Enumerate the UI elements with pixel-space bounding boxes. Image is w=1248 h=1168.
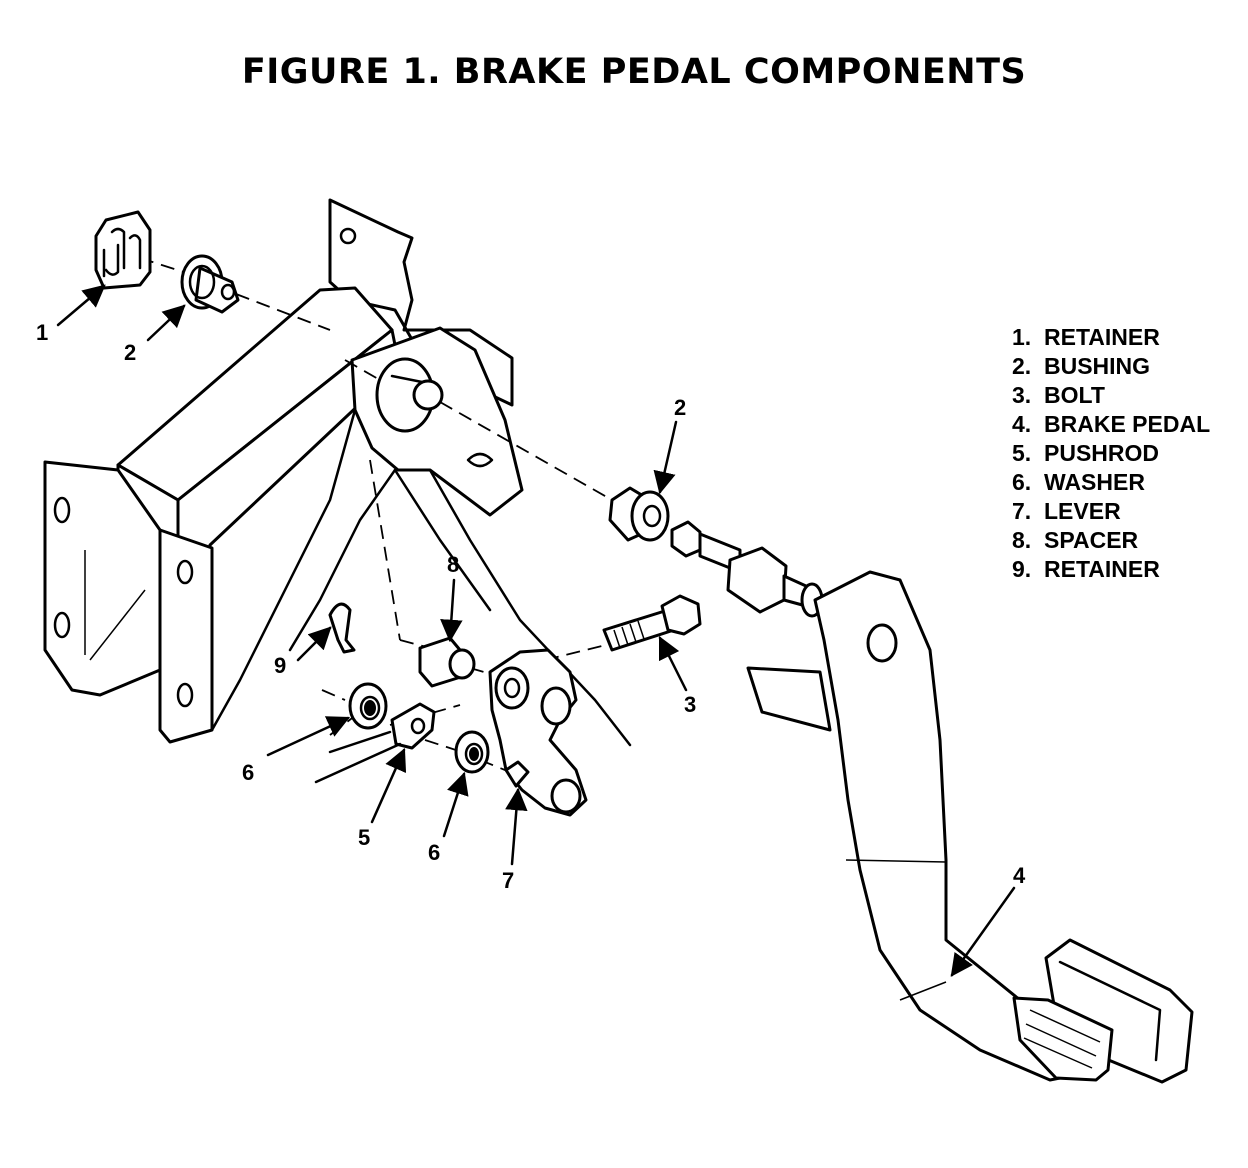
legend-label: RETAINER xyxy=(1044,324,1160,350)
pedal-bracket xyxy=(43,198,632,747)
callout-4-label: 4 xyxy=(1013,863,1026,888)
legend-item: 7. LEVER xyxy=(1012,497,1210,526)
bolt-part xyxy=(602,594,702,652)
callout-3: 3 xyxy=(658,635,696,717)
callout-9-label: 9 xyxy=(274,653,286,678)
legend-label: RETAINER xyxy=(1044,556,1160,582)
washer-right-part xyxy=(454,730,490,774)
callout-9: 9 xyxy=(274,626,332,678)
callout-2-left-label: 2 xyxy=(124,340,136,365)
callout-1-label: 1 xyxy=(36,320,48,345)
callout-2-right: 2 xyxy=(653,395,686,495)
legend-number: 8. xyxy=(1012,527,1032,553)
callout-1: 1 xyxy=(36,284,106,345)
callout-7-label: 7 xyxy=(502,868,514,893)
callout-6-right: 6 xyxy=(428,771,469,865)
callout-5-label: 5 xyxy=(358,825,370,850)
callout-7: 7 xyxy=(502,787,528,893)
pushrod-part xyxy=(314,702,436,784)
legend-number: 9. xyxy=(1012,556,1032,582)
legend-label: WASHER xyxy=(1044,469,1145,495)
legend-item: 8. SPACER xyxy=(1012,526,1210,555)
legend-item: 5. PUSHROD xyxy=(1012,439,1210,468)
callout-4: 4 xyxy=(950,863,1026,977)
legend-number: 7. xyxy=(1012,498,1032,524)
legend-item: 1. RETAINER xyxy=(1012,323,1210,352)
legend-number: 6. xyxy=(1012,469,1032,495)
small-retainer-part xyxy=(328,602,356,654)
legend-item: 4. BRAKE PEDAL xyxy=(1012,410,1210,439)
callout-6-left-label: 6 xyxy=(242,760,254,785)
legend-number: 1. xyxy=(1012,324,1032,350)
callout-5: 5 xyxy=(358,747,407,850)
legend-item: 6. WASHER xyxy=(1012,468,1210,497)
retainer-clip-part xyxy=(94,210,152,290)
callout-6-left: 6 xyxy=(242,716,351,785)
brake-pedal-part xyxy=(746,570,1194,1084)
legend-label: LEVER xyxy=(1044,498,1121,524)
bushing-right-part xyxy=(608,486,670,542)
callout-2-left: 2 xyxy=(124,304,186,365)
legend-label: BUSHING xyxy=(1044,353,1151,379)
callout-8-label: 8 xyxy=(447,552,459,577)
legend-number: 3. xyxy=(1012,382,1032,408)
spacer-part xyxy=(418,636,476,688)
washer-left-part xyxy=(348,682,388,730)
figure-title: FIGURE 1. BRAKE PEDAL COMPONENTS xyxy=(241,52,1027,92)
legend-number: 2. xyxy=(1012,353,1032,379)
callout-2-right-label: 2 xyxy=(674,395,686,420)
pivot-shaft-part xyxy=(670,520,824,618)
parts-legend: 1. RETAINER 2. BUSHING 3. BOLT 4. BRAKE PEDA… xyxy=(1012,323,1210,584)
legend-number: 5. xyxy=(1012,440,1032,466)
legend-label: PUSHROD xyxy=(1044,440,1160,466)
callout-6-right-label: 6 xyxy=(428,840,440,865)
legend-item: 9. RETAINER xyxy=(1012,555,1210,584)
legend-number: 4. xyxy=(1012,411,1032,437)
legend-item: 3. BOLT xyxy=(1012,381,1210,410)
legend-label: BRAKE PEDAL xyxy=(1044,411,1211,437)
bushing-left-part xyxy=(180,254,240,314)
legend-item: 2. BUSHING xyxy=(1012,352,1210,381)
legend-label: BOLT xyxy=(1044,382,1105,408)
legend-label: SPACER xyxy=(1044,527,1139,553)
callout-8: 8 xyxy=(440,552,463,643)
lever-part xyxy=(488,648,588,817)
callout-3-label: 3 xyxy=(684,692,696,717)
